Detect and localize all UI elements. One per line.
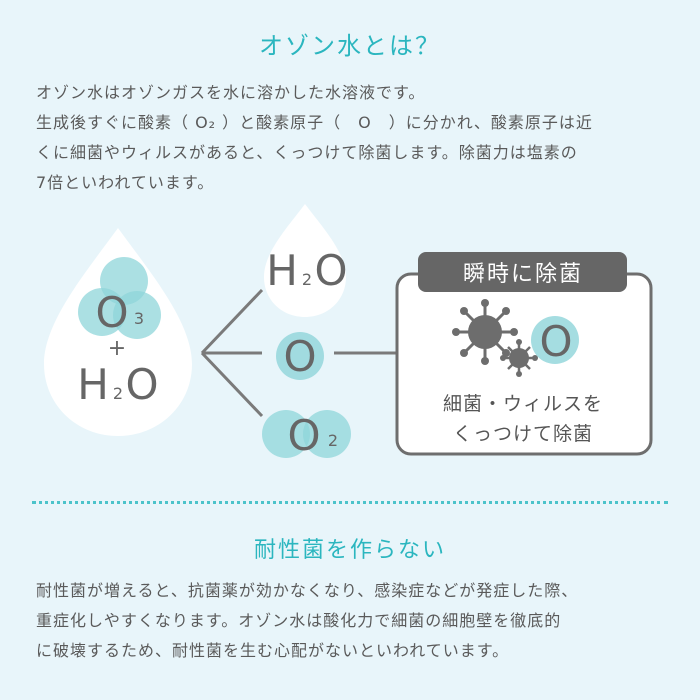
branch-water-h: H xyxy=(266,246,298,295)
paragraph-line: 生成後すぐに酸素（ O₂ ）と酸素原子（ O ）に分かれ、酸素原子は近 xyxy=(36,113,593,132)
virus-icon xyxy=(500,339,538,377)
branch-lines xyxy=(200,288,264,418)
water-drop-icon xyxy=(44,228,192,436)
section-title-ozone-water: オゾン水とは？ xyxy=(259,32,441,60)
paragraph-line: 耐性菌が増えると、抗菌薬が効かなくなり、感染症などが発症した際、 xyxy=(36,581,579,600)
branch-oxygen-molecule-sub: 2 xyxy=(328,431,338,450)
plus-sign: + xyxy=(108,336,126,361)
instant-disinfection-label: 瞬時に除菌 xyxy=(463,262,583,287)
branch-water-sub: 2 xyxy=(302,270,312,289)
section-title-no-resistant-bacteria: 耐性菌を作らない xyxy=(253,538,446,563)
ozone-formula-o: O xyxy=(95,288,128,337)
branch-oxygen-molecule: O xyxy=(287,411,320,460)
ozone-water-description: オゾン水はオゾンガスを水に溶かした水溶液です。 生成後すぐに酸素（ O₂ ）と酸… xyxy=(36,78,666,198)
oxygen-atom-bubble xyxy=(276,332,324,380)
dotted-divider xyxy=(32,501,668,504)
box-caption-line2: くっつけて除菌 xyxy=(453,423,593,445)
paragraph-line: オゾン水はオゾンガスを水に溶かした水溶液です。 xyxy=(36,83,426,102)
paragraph-line: くに細菌やウィルスがあると、くっつけて除菌します。除菌力は塩素の xyxy=(36,143,578,162)
instant-disinfection-badge xyxy=(418,252,627,292)
ozone-formula-sub: 3 xyxy=(134,309,144,328)
oxygen-atom-bubble xyxy=(531,316,579,364)
box-caption-line1: 細菌・ウィルスを xyxy=(443,393,603,415)
water-formula-sub: 2 xyxy=(113,384,123,403)
virus-icon xyxy=(452,299,518,365)
paragraph-line: 7倍といわれています。 xyxy=(36,173,215,192)
water-formula-o: O xyxy=(125,360,158,409)
paragraph-line: 重症化しやすくなります。オゾン水は酸化力で細菌の細胞壁を徹底的 xyxy=(36,611,562,630)
oxygen-molecule-icon xyxy=(78,257,161,339)
box-oxygen-atom: O xyxy=(539,317,572,366)
water-drop-icon xyxy=(264,204,346,317)
oxygen-molecule-icon xyxy=(262,410,351,458)
branch-oxygen-atom: O xyxy=(283,332,316,381)
paragraph-line: に破壊するため、耐性菌を生む心配がないといわれています。 xyxy=(36,641,510,660)
water-formula-h: H xyxy=(77,360,109,409)
branch-water-o: O xyxy=(314,246,347,295)
resistant-bacteria-description: 耐性菌が増えると、抗菌薬が効かなくなり、感染症などが発症した際、 重症化しやすく… xyxy=(36,576,666,666)
